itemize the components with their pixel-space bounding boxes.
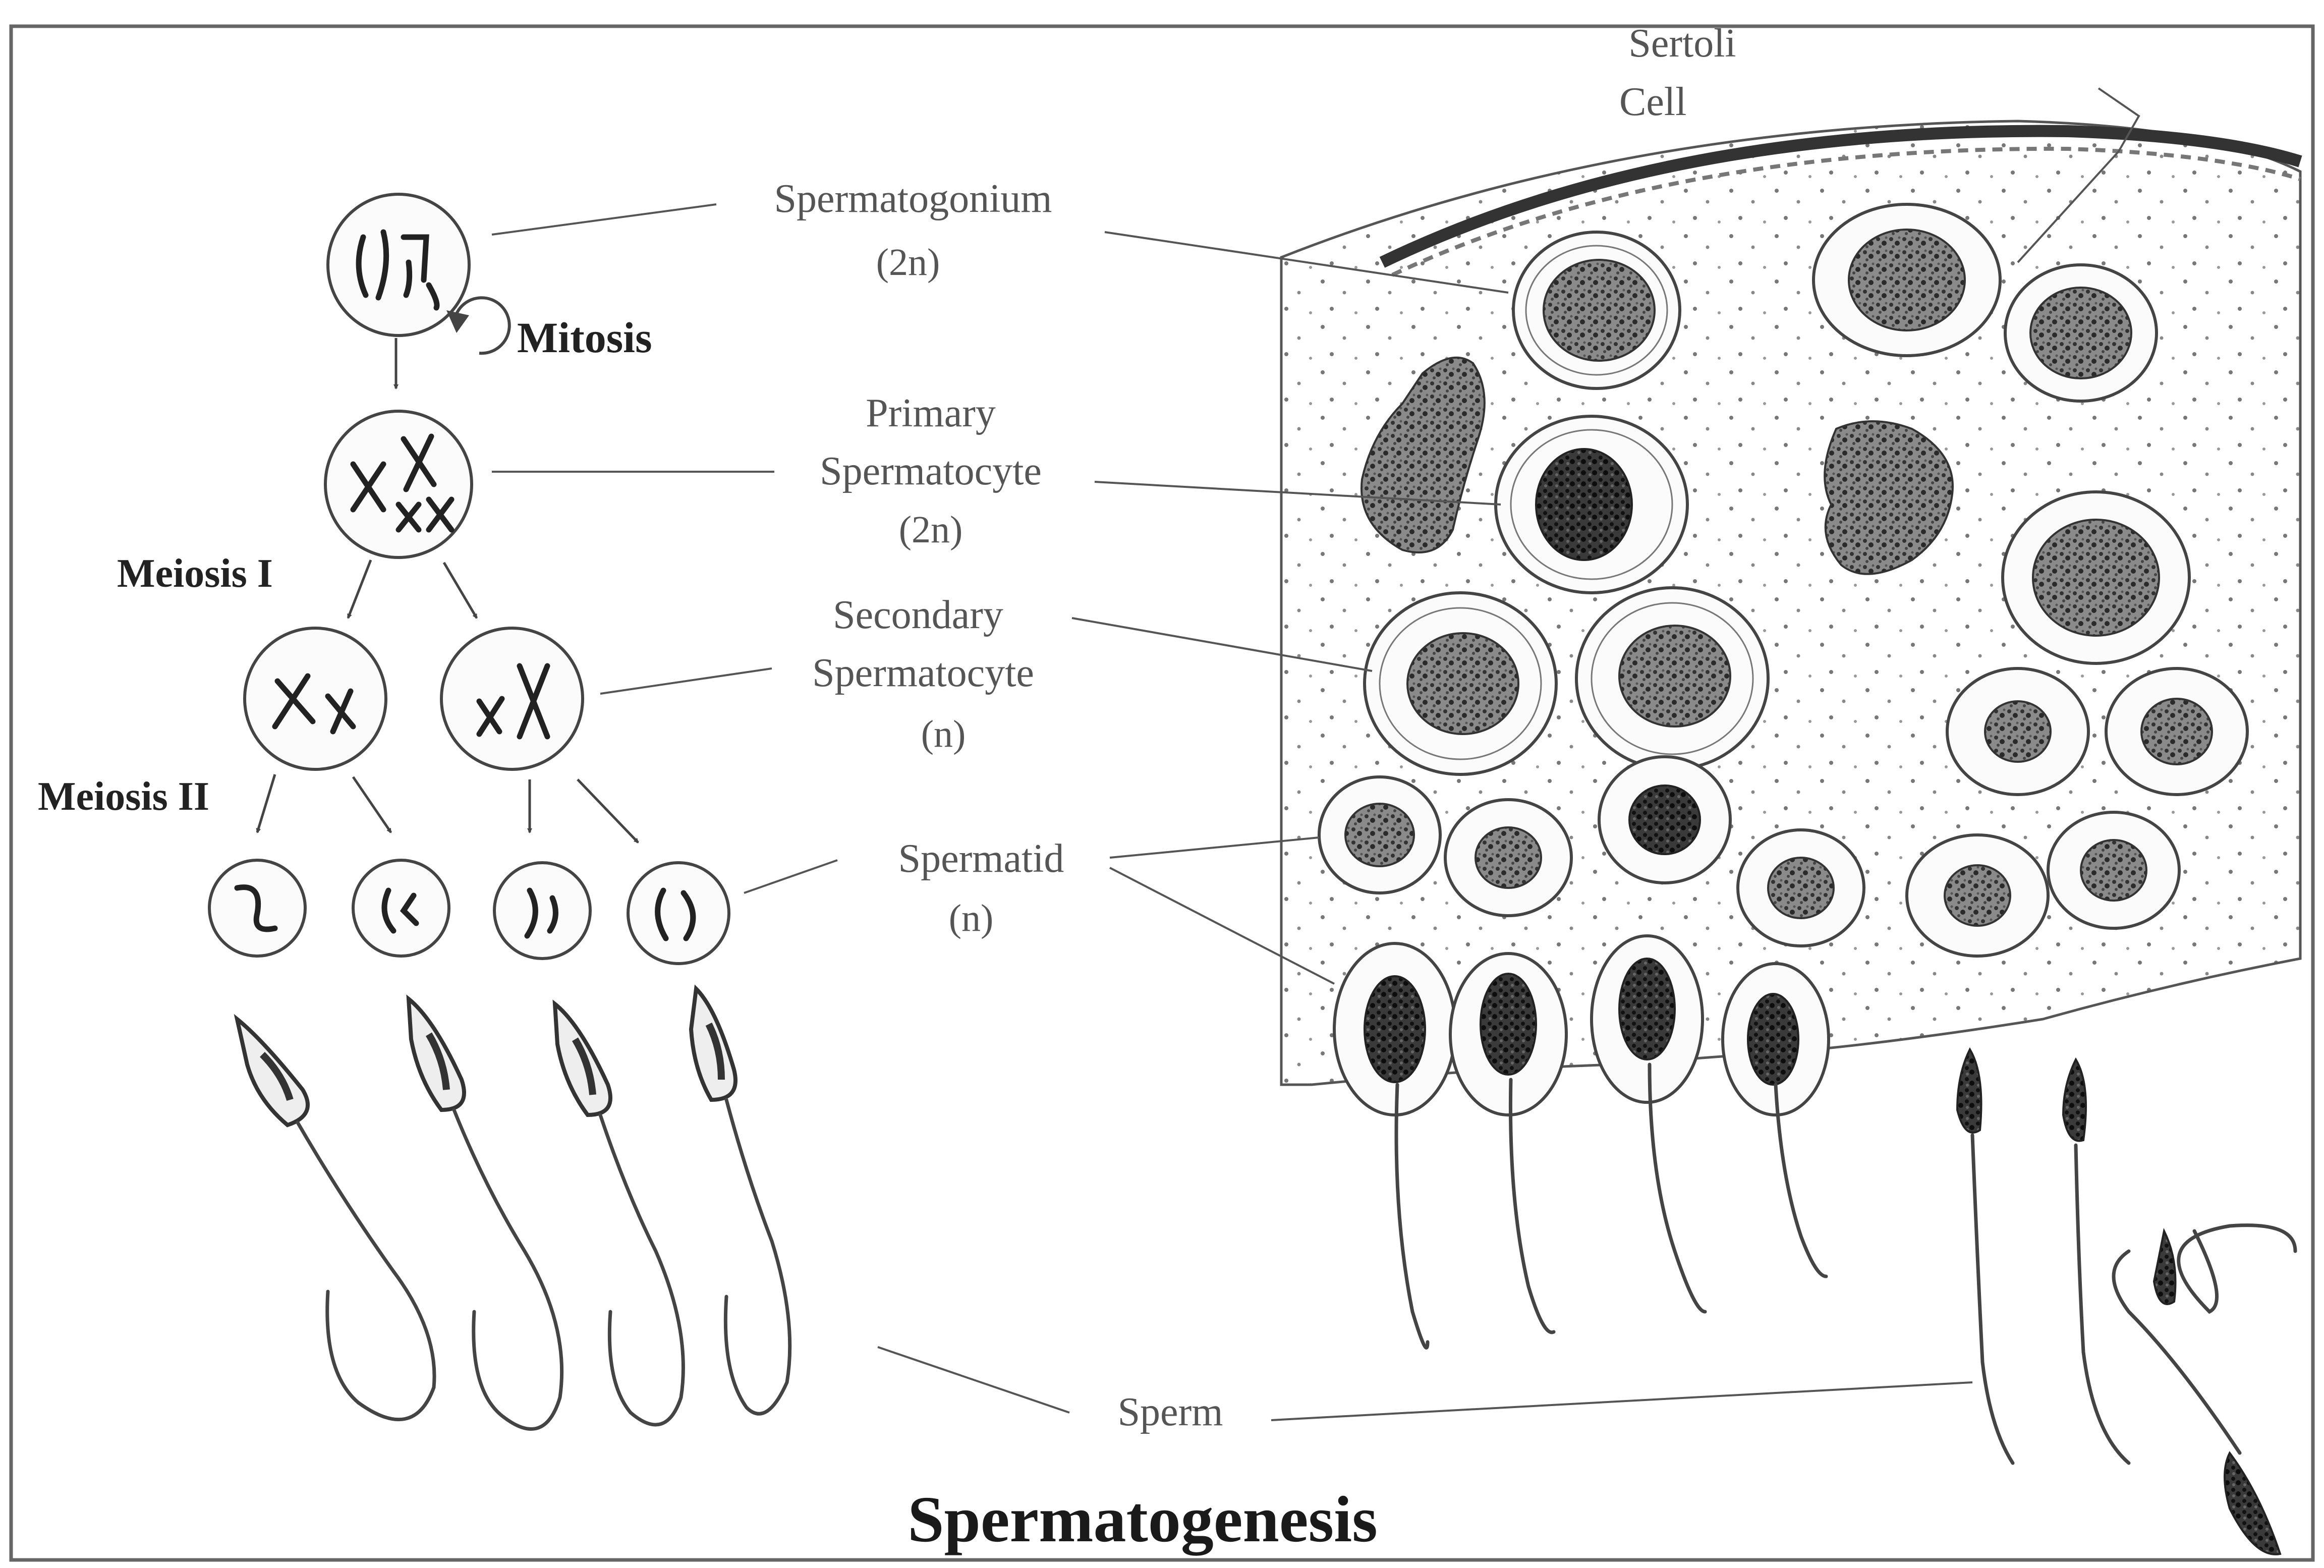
diagram-title: Spermatogenesis	[908, 1483, 1378, 1556]
secondary-spermatocyte-ploidy: (n)	[921, 713, 966, 755]
sperm-label: Sperm	[1118, 1390, 1223, 1434]
sertoli-label-line2: Cell	[1619, 80, 1686, 124]
spermatid-label: Spermatid	[898, 836, 1064, 881]
secondary-spermatocyte-line1: Secondary	[833, 593, 1003, 637]
tissue-secondary-spermatocyte-left	[1365, 593, 1556, 774]
spermatid-cell-3	[494, 863, 590, 959]
tissue-secondary-spermatocyte-far-2	[2106, 668, 2247, 795]
secondary-spermatocyte-cell-left	[245, 628, 386, 769]
spermatogonium-ploidy: (2n)	[876, 241, 940, 284]
secondary-spermatocyte-cell-right	[441, 628, 583, 769]
tissue-spermatid-1	[1319, 777, 1440, 893]
tissue-secondary-spermatocyte-right	[1576, 588, 1768, 769]
meiosis-2-label: Meiosis II	[38, 774, 209, 819]
mitosis-label: Mitosis	[517, 313, 652, 362]
tissue-spermatid-3	[1599, 757, 1730, 883]
tissue-primary-spermatocyte-right	[2003, 492, 2189, 663]
tissue-primary-spermatocyte	[1496, 416, 1687, 593]
spermatogonium-cell	[328, 194, 469, 335]
tissue-secondary-spermatocyte-far-1	[1947, 668, 2088, 795]
tissue-spermatid-2	[1445, 800, 1571, 916]
tissue-spermatogonium-upper-right-2	[2005, 265, 2157, 401]
tissue-secondary-spermatocyte-far-4	[2048, 812, 2179, 928]
spermatid-cell-1	[209, 860, 305, 956]
meiosis-1-label: Meiosis I	[117, 551, 273, 596]
spermatid-ploidy: (n)	[949, 897, 994, 939]
tissue-secondary-spermatocyte-far-3	[1907, 835, 2048, 956]
primary-spermatocyte-ploidy: (2n)	[899, 509, 963, 551]
primary-spermatocyte-line1: Primary	[866, 391, 996, 435]
primary-spermatocyte-cell	[325, 411, 472, 557]
spermatid-cell-4	[628, 863, 729, 964]
tissue-spermatogonium-upper-right-1	[1813, 204, 2000, 356]
secondary-spermatocyte-line2: Spermatocyte	[812, 651, 1034, 695]
tissue-spermatogonium	[1513, 232, 1680, 388]
tissue-spermatid-4	[1738, 830, 1864, 946]
spermatogonium-label: Spermatogonium	[774, 177, 1052, 221]
primary-spermatocyte-line2: Spermatocyte	[820, 449, 1042, 493]
sertoli-label-line1: Sertoli	[1628, 21, 1736, 66]
spermatid-cell-2	[353, 860, 449, 956]
